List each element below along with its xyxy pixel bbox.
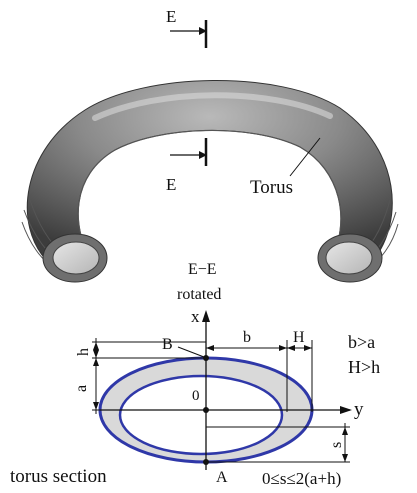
section-mark-bottom-label: E — [166, 175, 176, 194]
dim-s-label: s — [328, 442, 345, 448]
dim-a-label: a — [73, 385, 90, 392]
section-title-line2: rotated — [177, 286, 221, 303]
section-mark-top: E — [166, 7, 208, 48]
torus-leader — [289, 137, 321, 177]
dim-top — [206, 340, 313, 412]
origin-label: 0 — [192, 388, 200, 404]
y-axis-arrow — [340, 406, 352, 414]
point-a-label: A — [216, 469, 228, 486]
section-mark-top-label: E — [166, 7, 176, 26]
axis-x-label: x — [191, 307, 200, 326]
point-b-leader — [177, 346, 205, 358]
torus-label: Torus — [250, 177, 293, 198]
point-b-label: B — [162, 336, 173, 353]
condition-H-gt-h: H>h — [348, 357, 380, 377]
torus-body — [21, 80, 399, 267]
point-origin-marker — [203, 407, 209, 413]
axis-y-label: y — [354, 399, 364, 420]
dim-s — [206, 423, 350, 463]
caption-torus-section: torus section — [10, 466, 107, 487]
x-axis-arrow — [202, 310, 210, 322]
axes — [100, 310, 352, 470]
range-label: 0≤s≤2(a+h) — [262, 469, 341, 488]
dim-h-label: h — [75, 348, 92, 356]
torus-end-left — [42, 233, 108, 283]
dim-H-label: H — [293, 329, 305, 346]
torus-end-right — [317, 233, 383, 283]
section-mark-bottom: E — [166, 138, 208, 194]
section-title-line1: E−E — [188, 261, 217, 278]
condition-b-gt-a: b>a — [348, 332, 375, 352]
dim-b-label: b — [243, 329, 251, 346]
dim-left — [92, 338, 206, 414]
